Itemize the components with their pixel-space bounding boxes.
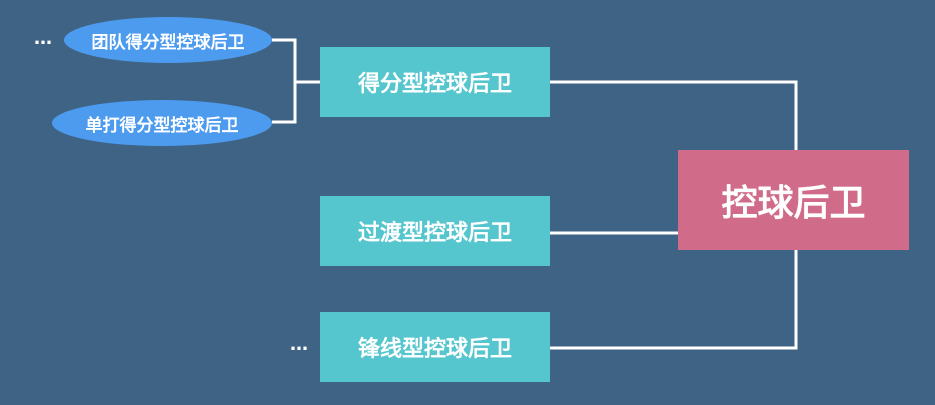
oval-iso-scoring-label: 单打得分型控球后卫 [85,115,239,136]
oval-team-scoring-label: 团队得分型控球后卫 [91,32,245,53]
node-forward-pg-label: 锋线型控球后卫 [357,337,512,362]
node-scoring-pg: 得分型控球后卫 [320,47,550,117]
node-transition-pg: 过渡型控球后卫 [320,196,550,266]
connector-oval-team [272,38,297,124]
node-point-guard-root: 控球后卫 [678,150,909,250]
connector-forward-to-root [550,250,798,350]
node-forward-pg: 锋线型控球后卫 [320,312,550,382]
ellipsis-bottom: … [290,334,308,355]
connector-scoring-to-root [550,80,798,150]
ellipsis-top: … [34,28,52,49]
oval-iso-scoring-pg: 单打得分型控球后卫 [52,100,272,146]
oval-team-scoring-pg: 团队得分型控球后卫 [64,17,272,63]
node-transition-pg-label: 过渡型控球后卫 [357,221,512,246]
node-root-label: 控球后卫 [721,183,866,224]
node-scoring-pg-label: 得分型控球后卫 [357,72,512,97]
